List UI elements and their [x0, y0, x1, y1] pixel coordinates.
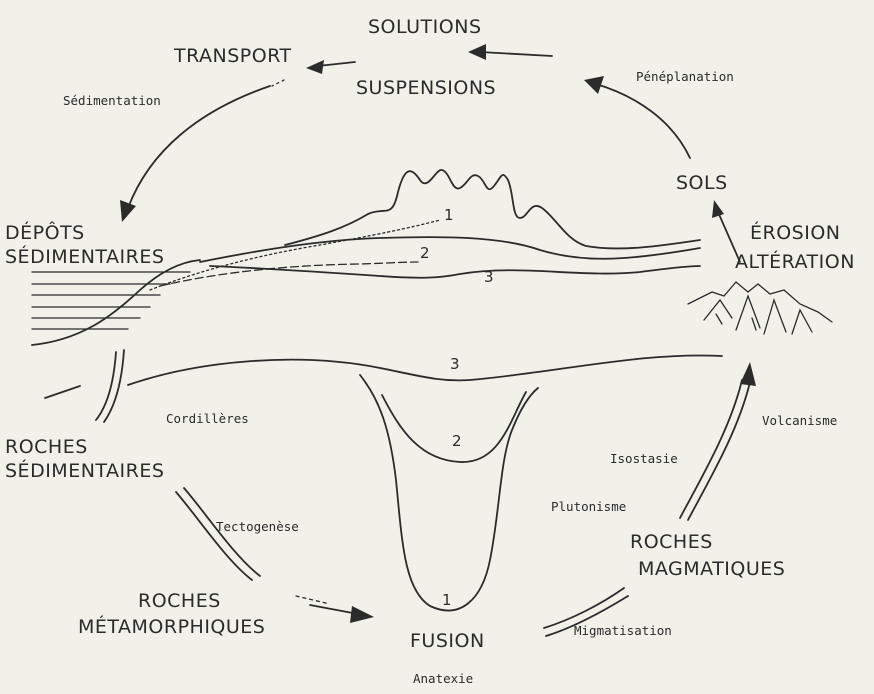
- label-sedimentation: Sédimentation: [63, 93, 161, 108]
- arrow-to-solutions: [480, 52, 552, 56]
- root-line-1: [360, 375, 538, 610]
- label-roches-magmatiques-1: ROCHES: [630, 531, 713, 553]
- label-roches-metamorphiques-2: MÉTAMORPHIQUES: [78, 615, 265, 638]
- stage-number-root-2: 2: [452, 432, 462, 450]
- label-depots: DÉPÔTS: [5, 220, 85, 244]
- stage-number-root-3: 3: [450, 355, 460, 373]
- eroded-mountains-sketch: [688, 282, 832, 334]
- root-line-3: [128, 355, 722, 385]
- mountain-profile: [285, 170, 700, 249]
- stage-number-surface-1: 1: [444, 206, 454, 224]
- sediment-layers: [32, 272, 190, 329]
- arrowhead-sols: [712, 200, 724, 218]
- label-isostasie: Isostasie: [610, 451, 678, 466]
- basin-slope: [32, 260, 200, 345]
- arrow-meta-fusion: [310, 605, 358, 614]
- rail-migmatisation-1: [544, 588, 624, 628]
- rail-volcanisme-1: [680, 380, 742, 518]
- arrowhead-transport: [306, 60, 324, 74]
- arrowhead-solutions: [468, 44, 486, 60]
- label-roches-sedimentaires-1: ROCHES: [5, 436, 88, 458]
- arrowhead-peneplanation: [584, 76, 604, 94]
- stage-number-surface-2: 2: [420, 244, 430, 262]
- root-line-2: [382, 392, 526, 462]
- label-sols: SOLS: [676, 172, 728, 194]
- stage-number-surface-3: 3: [484, 268, 494, 286]
- label-transport: TRANSPORT: [173, 45, 292, 67]
- arrowhead-depots: [120, 200, 136, 222]
- label-suspensions: SUSPENSIONS: [356, 77, 496, 99]
- arrowhead-fusion: [350, 606, 374, 623]
- surface-line-upper: [200, 237, 700, 262]
- label-fusion: FUSION: [410, 630, 485, 652]
- label-solutions: SOLUTIONS: [368, 16, 482, 38]
- label-alteration: ALTÉRATION: [735, 250, 855, 273]
- arrow-peneplanation: [596, 84, 690, 158]
- label-plutonisme: Plutonisme: [551, 499, 626, 514]
- label-volcanisme: Volcanisme: [762, 413, 837, 428]
- arrowhead-volcanisme: [740, 362, 756, 386]
- label-migmatisation: Migmatisation: [574, 623, 672, 638]
- rail-volcanisme-2: [688, 382, 750, 520]
- rail-left-1: [96, 352, 116, 420]
- arrow-meta-fusion-dots: [296, 596, 330, 604]
- arrow-sedimentation-dots: [272, 80, 284, 86]
- label-anatexie: Anatexie: [413, 671, 473, 686]
- label-erosion: ÉROSION: [750, 221, 841, 244]
- surface-line-1: [150, 220, 440, 290]
- surface-line-2: [160, 262, 418, 286]
- label-roches-sedimentaires-2: SÉDIMENTAIRES: [5, 459, 164, 482]
- label-peneplanation: Pénéplanation: [636, 69, 734, 84]
- label-roches-magmatiques-2: MAGMATIQUES: [638, 558, 785, 580]
- label-tectogenese: Tectogenèse: [216, 519, 299, 534]
- label-roches-metamorphiques-1: ROCHES: [138, 590, 221, 612]
- rail-tectogenese-1: [176, 492, 252, 580]
- rail-left-2: [104, 350, 124, 422]
- left-break-line: [45, 386, 80, 398]
- label-cordilleres: Cordillères: [166, 411, 249, 426]
- stage-number-root-1: 1: [442, 591, 452, 609]
- label-sedimentaires: SÉDIMENTAIRES: [5, 245, 164, 268]
